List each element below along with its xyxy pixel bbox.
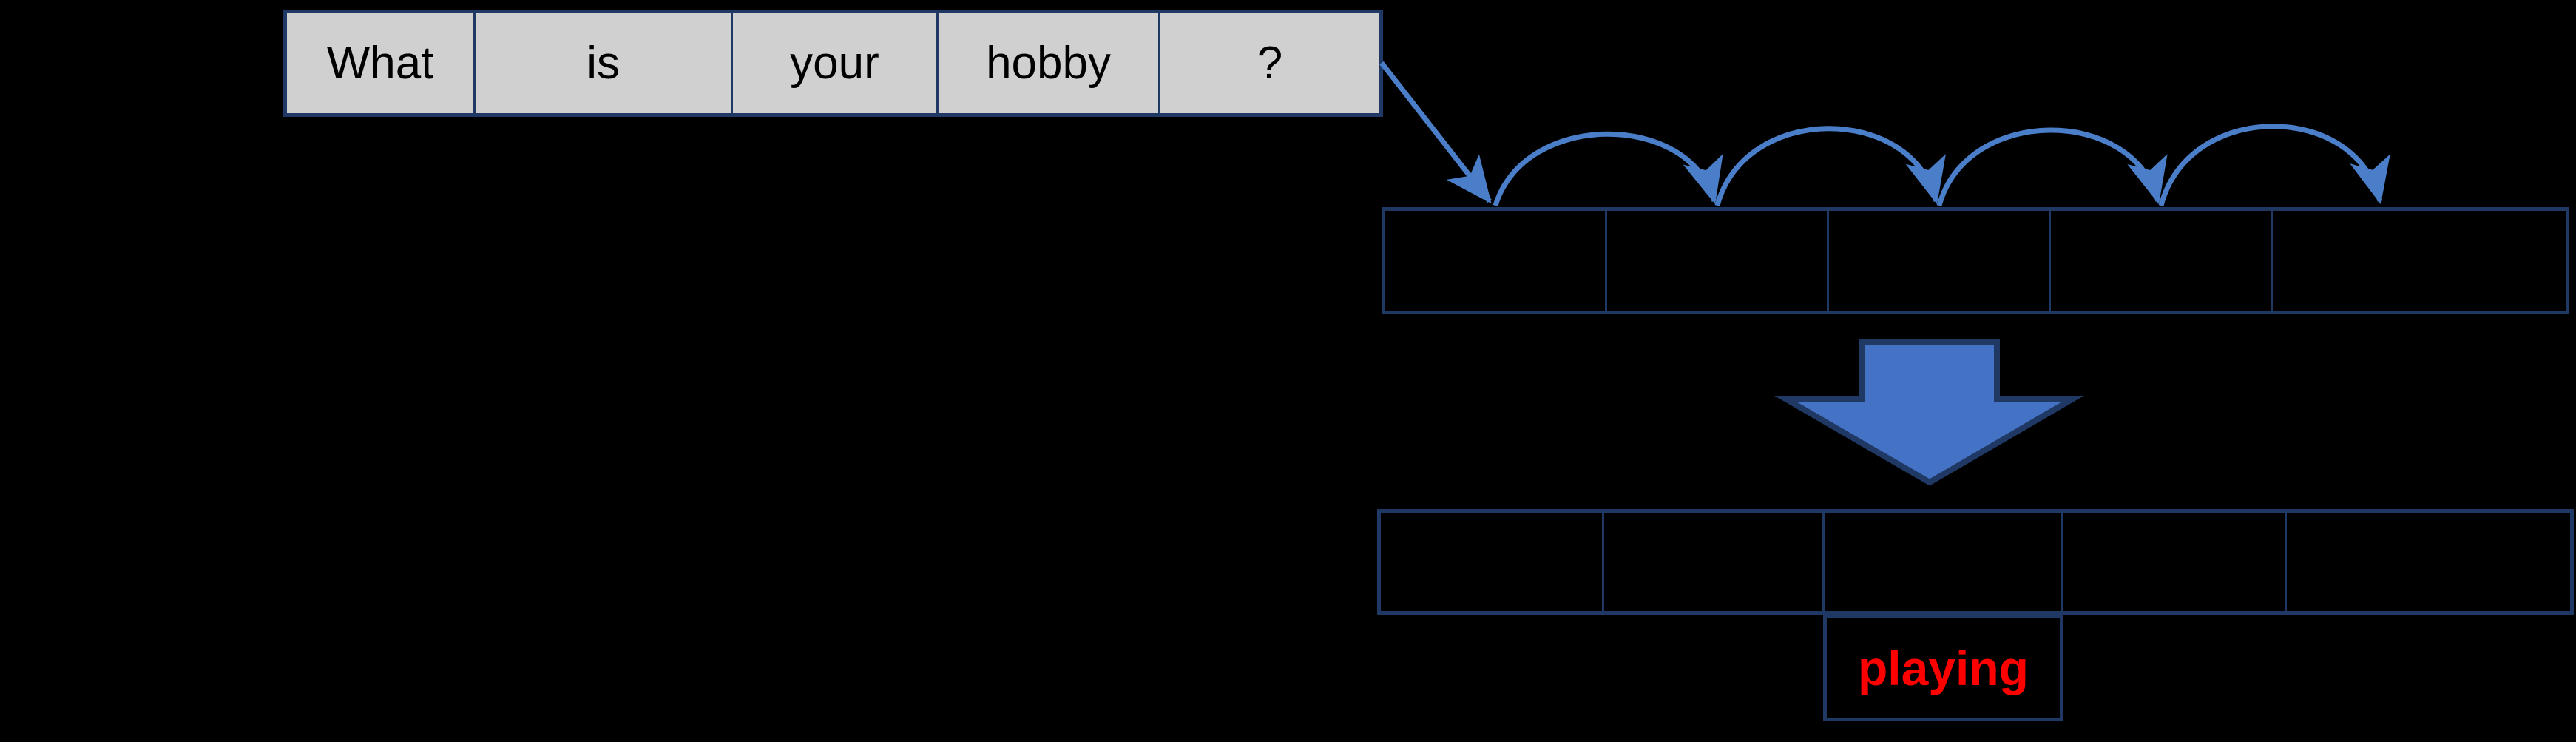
decoder-output-cell[interactable] (2287, 513, 2570, 611)
input-token-cell[interactable]: ? (1160, 13, 1379, 113)
decoder-output-cell[interactable] (1381, 513, 1605, 611)
decoder-output-cell[interactable] (2063, 513, 2288, 611)
input-sentence-table: What is your hobby ? (283, 10, 1383, 117)
feed-into-encoder-arrow (1379, 61, 1492, 204)
input-token-cell[interactable]: is (476, 13, 733, 113)
decoder-output-row (1377, 509, 2574, 615)
encoder-state-cell[interactable] (1385, 211, 1607, 311)
encoder-state-cell[interactable] (1607, 211, 1829, 311)
encoder-state-row (1382, 207, 2569, 314)
encoder-state-cell[interactable] (1829, 211, 2051, 311)
input-token-label: ? (1257, 38, 1283, 89)
decoder-output-cell[interactable] (1825, 513, 2063, 611)
predicted-token-cell[interactable]: playing (1823, 614, 2063, 721)
encoder-to-decoder-block-arrow (1774, 339, 2084, 486)
input-token-label: is (586, 38, 620, 89)
encoder-state-cell[interactable] (2273, 211, 2566, 311)
recurrent-arc-1 (1492, 131, 1723, 207)
recurrent-arc-3 (1936, 127, 2168, 206)
input-token-cell[interactable]: your (732, 13, 939, 113)
input-token-label: What (326, 38, 434, 89)
input-token-cell[interactable]: hobby (939, 13, 1161, 113)
encoder-state-cell[interactable] (2051, 211, 2273, 311)
input-token-label: your (790, 38, 879, 89)
predicted-token-label: playing (1857, 640, 2029, 695)
decoder-output-cell[interactable] (1604, 513, 1825, 611)
input-token-label: hobby (986, 38, 1111, 89)
input-token-cell[interactable]: What (287, 13, 476, 113)
recurrent-arc-2 (1714, 126, 1946, 206)
recurrent-arc-4 (2158, 124, 2390, 206)
